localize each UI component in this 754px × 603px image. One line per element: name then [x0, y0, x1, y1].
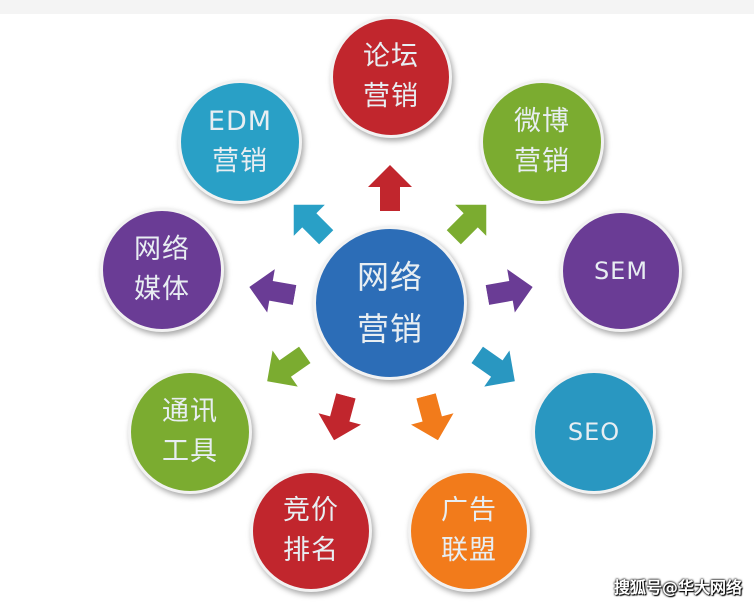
node-weibo-marketing: 微博营销 — [480, 80, 604, 204]
node-label: EDM — [207, 106, 273, 137]
center-node-network-marketing: 网络 营销 — [313, 226, 467, 380]
arrow-up-left-icon — [293, 204, 334, 245]
node-label: 排名 — [283, 535, 339, 566]
arrow-down-left-icon — [267, 346, 311, 387]
center-line1: 网络 — [356, 258, 423, 296]
top-bar — [0, 0, 754, 14]
arrow-right-icon — [485, 269, 533, 313]
arrow-left-icon — [249, 269, 297, 313]
center-line2: 营销 — [356, 310, 423, 348]
node-label: 微博 — [514, 106, 570, 137]
node-label: 营销 — [212, 146, 268, 177]
node-label: 网络 — [134, 234, 190, 265]
node-label: 工具 — [162, 436, 218, 467]
node-sem: SEM — [560, 210, 682, 332]
arrow-up-icon — [368, 165, 412, 211]
node-bidding-ranking: 竞价排名 — [250, 470, 372, 592]
node-edm-marketing: EDM 营销 — [178, 80, 302, 204]
node-label: 竞价 — [283, 495, 339, 526]
node-label: SEM — [593, 257, 649, 285]
node-label: 论坛 — [363, 41, 419, 72]
arrow-up-right-icon — [446, 204, 487, 245]
node-im-tools: 通讯工具 — [128, 370, 252, 494]
node-seo: SEO — [532, 370, 656, 494]
node-label: 营销 — [514, 146, 570, 177]
watermark: 搜狐号@华大网络 — [614, 578, 743, 597]
node-label: 媒体 — [134, 274, 190, 305]
node-forum-marketing: 论坛营销 — [330, 16, 452, 138]
node-network-media: 网络媒体 — [100, 208, 224, 332]
node-label: 联盟 — [441, 535, 497, 566]
arrow-down-red-icon — [318, 393, 361, 441]
arrow-down-orange-icon — [411, 393, 454, 441]
node-label: 通讯 — [162, 396, 218, 427]
node-label: 营销 — [363, 81, 419, 112]
node-ad-alliance: 广告联盟 — [408, 470, 530, 592]
arrow-down-right-icon — [471, 346, 515, 387]
node-label: SEO — [567, 418, 621, 446]
node-label: 广告 — [441, 495, 497, 526]
